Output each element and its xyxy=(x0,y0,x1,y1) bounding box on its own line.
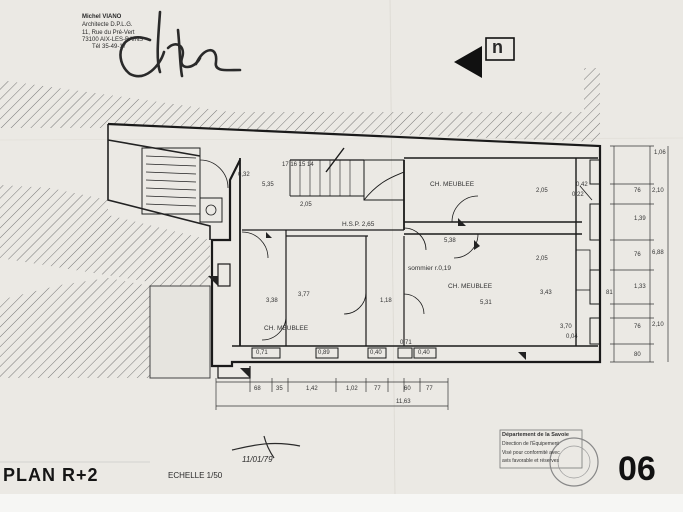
hatched-neighbour-left xyxy=(0,185,210,300)
date-signature xyxy=(231,435,301,459)
dim-bottom-6: 77 xyxy=(426,386,433,392)
stamp-line-1: Département de la Savoie xyxy=(502,432,569,438)
dim-bottom-2: 1,42 xyxy=(306,386,318,392)
dim-right-4: 76 xyxy=(634,252,641,258)
dim-right-3: 1,39 xyxy=(634,216,646,222)
architect-address-1: 11, Rue du Pré-Vert xyxy=(82,30,135,36)
plan-date: 11/01/79 xyxy=(242,455,273,464)
room-label-right: CH. MEUBLEE xyxy=(448,283,493,290)
hsp-label: H.S.P. 2,65 xyxy=(342,221,375,228)
dim-misc-10: 0,22 xyxy=(572,192,584,198)
dim-bottom-5: 60 xyxy=(404,386,411,392)
dim-misc-4: 2,05 xyxy=(536,256,548,262)
main-building-walls xyxy=(107,122,602,379)
dim-misc-19: 5,38 xyxy=(444,238,456,244)
dim-right-9: 80 xyxy=(634,352,641,358)
dim-bottom-4: 77 xyxy=(374,386,381,392)
dimension-lines xyxy=(215,145,669,410)
sommier-label: sommier r.0,19 xyxy=(408,265,451,272)
hatched-neighbour-bottom xyxy=(0,278,150,378)
hatched-neighbour-top xyxy=(0,68,600,142)
dim-misc-18: 0,04 xyxy=(566,334,578,340)
north-arrow-icon xyxy=(454,37,515,78)
flue-markers xyxy=(208,218,526,378)
stamp-line-4: avis favorable et réserves xyxy=(502,458,559,464)
dim-right-8: 2,10 xyxy=(652,322,664,328)
room-label-top: CH. MEUBLEE xyxy=(430,181,475,188)
dim-misc-9: 3,43 xyxy=(540,290,552,296)
dim-right-6: 1,33 xyxy=(634,284,646,290)
round-stamp xyxy=(549,437,599,487)
dim-misc-16: 0,40 xyxy=(418,350,430,356)
left-wing xyxy=(107,124,229,240)
dim-misc-1: 2,05 xyxy=(300,202,312,208)
dim-misc-14: 0,40 xyxy=(370,350,382,356)
scale-label: ECHELLE 1/50 xyxy=(168,471,223,480)
dim-misc-8: 5,31 xyxy=(480,300,492,306)
dim-bottom-3: 1,02 xyxy=(346,386,358,392)
dim-right-7: 76 xyxy=(634,324,641,330)
dim-total: 11,63 xyxy=(396,399,411,405)
stamp-line-3: Visé pour conformité avec xyxy=(502,450,560,456)
dim-bottom-1: 35 xyxy=(276,386,283,392)
architect-title: Architecte D.P.L.G. xyxy=(82,22,133,28)
architect-phone: Tél 35-49-17 xyxy=(92,44,127,50)
dim-misc-20: 81 xyxy=(606,290,613,296)
stamp-line-2: Direction de l'Équipement xyxy=(502,441,559,447)
dim-misc-13: 0,89 xyxy=(318,350,330,356)
dim-right-2: 2,10 xyxy=(652,188,664,194)
plan-title: PLAN R+2 xyxy=(3,465,99,485)
north-label: n xyxy=(492,37,503,57)
dim-misc-7: 1,18 xyxy=(380,298,392,304)
dim-misc-15: 0,71 xyxy=(400,340,412,346)
dim-bottom-0: 68 xyxy=(254,386,261,392)
dim-misc-0: 5,35 xyxy=(262,182,274,188)
dim-misc-6: 3,77 xyxy=(298,292,310,298)
room-label-left: CH. MEUBLEE xyxy=(264,325,309,332)
dim-misc-5: 3,38 xyxy=(266,298,278,304)
dim-misc-3: 2,05 xyxy=(536,188,548,194)
dim-misc-11: 3,70 xyxy=(560,324,572,330)
dim-right-5: 6,88 xyxy=(652,250,664,256)
dim-misc-12: 0,71 xyxy=(256,350,268,356)
sheet-number: 06 xyxy=(618,450,656,488)
dim-right-0: 1,06 xyxy=(654,150,666,156)
stair-step-numbers: 17 16 15 14 xyxy=(282,162,314,168)
approval-stamp-box xyxy=(499,429,583,469)
architect-address-2: 73100 AIX-LES-BAINS xyxy=(82,37,144,43)
dim-misc-2: 0,32 xyxy=(238,172,250,178)
architect-name: Michel VIANO xyxy=(82,14,122,20)
dim-right-1: 76 xyxy=(634,188,641,194)
dim-misc-17: 0,42 xyxy=(576,182,588,188)
signature-scribble xyxy=(119,10,242,78)
